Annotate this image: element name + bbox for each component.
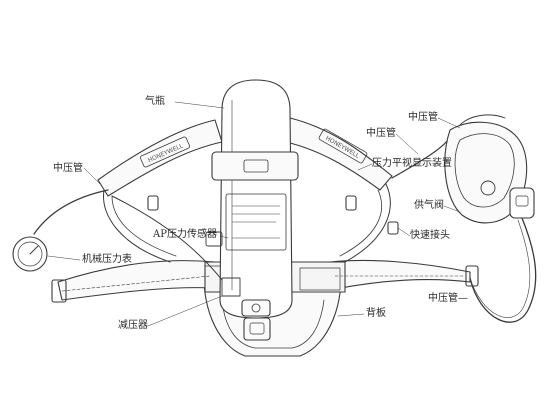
cylinder-band (211, 151, 299, 181)
leader-quick (397, 227, 411, 237)
strap-webbing-right (344, 183, 391, 263)
shoulder-strap-left (97, 119, 223, 197)
strap-label-right (318, 128, 368, 164)
mask-voicemitter (480, 180, 496, 196)
label-cylinder: 气瓶 (145, 96, 165, 107)
mp-hose-loop-inner (469, 219, 531, 318)
strap-buckle-right-2 (387, 221, 399, 235)
backplate-inner (221, 299, 325, 349)
label-mp-hose-top: 中压管 (408, 112, 438, 123)
label-demand-valve: 供气阀 (414, 200, 444, 211)
strap-label-left (139, 136, 191, 168)
leader-cylinder (174, 101, 225, 109)
leader-hud (357, 163, 373, 171)
label-ap-sensor: AP压力传感器 (153, 229, 217, 240)
waist-belt-stitch (61, 275, 211, 292)
leader-mp-left (83, 167, 101, 185)
belt-buckle-left (51, 279, 67, 303)
hose-left-to-reducer (111, 195, 223, 281)
shoulder-strap-right (285, 117, 393, 191)
backplate-buckle-slot (249, 322, 265, 335)
leader-reducer (147, 295, 223, 327)
ap-sensor (205, 231, 223, 247)
leader-mp-mid (395, 133, 419, 155)
cylinder-valve (241, 299, 271, 317)
pressure-gauge-inner (17, 241, 43, 267)
label-reducer: 减压器 (118, 320, 148, 331)
cylinder-body (219, 79, 293, 319)
pressure-gauge-needle (29, 245, 39, 255)
mp-hose-loop (469, 217, 537, 323)
label-mp-hose-bottom: 中压管— (428, 293, 468, 304)
leader-back (337, 313, 365, 317)
label-backplate: 背板 (366, 308, 386, 319)
strap-buckle-left (147, 195, 159, 211)
mask-head-strap (459, 114, 506, 126)
leader-gauge (47, 255, 81, 261)
demand-valve (509, 187, 535, 219)
waist-belt-left (57, 260, 216, 301)
cylinder-band-clip (243, 159, 269, 173)
waist-belt-right (329, 259, 471, 291)
label-quick-coupling: 快速接头 (410, 230, 450, 241)
label-hud: 压力平视显示装置 (372, 158, 452, 169)
leader-ap (219, 235, 229, 239)
leader-demand (443, 205, 461, 213)
label-mp-hose-left: 中压管 (53, 163, 83, 174)
reducer-body (221, 277, 241, 297)
cylinder-label (225, 193, 287, 251)
strap-webbing-left (103, 189, 171, 263)
strap-webbing-left-2 (111, 195, 177, 257)
strap-buckle-right (345, 195, 357, 211)
demand-valve-button (515, 195, 529, 207)
hose-left-to-gauge (33, 189, 109, 235)
mask-visor (454, 133, 515, 208)
leader-mp-top (437, 117, 461, 129)
belt-pad-right (299, 267, 341, 291)
label-pressure-gauge: 机械压力表 (82, 254, 132, 265)
strap-webbing-right-2 (339, 189, 382, 257)
valve-knob (251, 303, 261, 313)
label-mp-hose-mid: 中压管 (366, 128, 396, 139)
hose-right-to-mask (391, 139, 449, 179)
